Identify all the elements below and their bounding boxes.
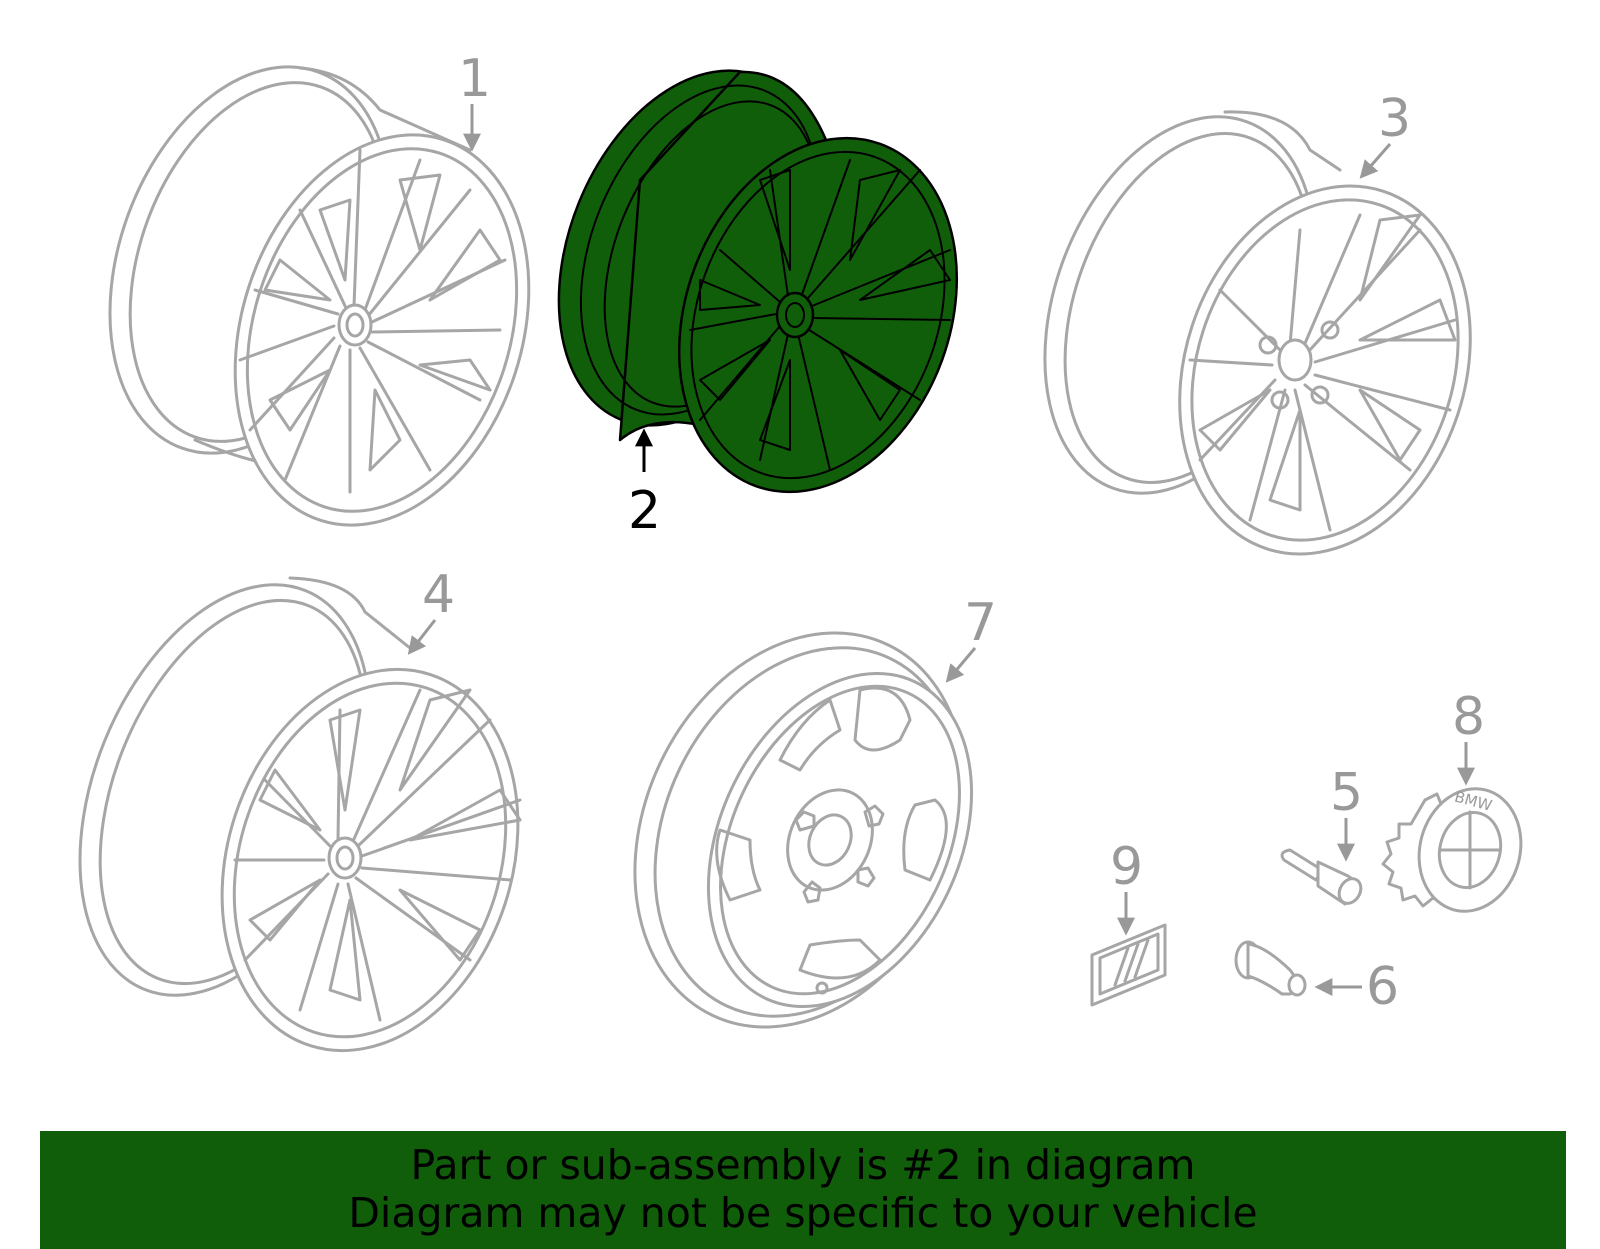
- callout-5: 5: [1330, 763, 1363, 823]
- callout-3: 3: [1378, 89, 1411, 149]
- leader-4: [407, 619, 437, 655]
- callout-8: 8: [1452, 687, 1485, 747]
- callout-2: 2: [628, 481, 661, 541]
- wheel-part-1[interactable]: [59, 28, 577, 564]
- leader-3: [1359, 143, 1392, 179]
- banner-line-2: Diagram may not be specific to your vehi…: [348, 1189, 1258, 1237]
- callout-9: 9: [1110, 837, 1143, 897]
- wheel-bolt-part-5[interactable]: [1280, 848, 1365, 907]
- callout-1: 1: [458, 49, 491, 109]
- wheel-part-4[interactable]: [24, 542, 565, 1089]
- wheel-part-7[interactable]: [573, 579, 1027, 1082]
- leader-7: [945, 647, 977, 683]
- info-banner: Part or sub-assembly is #2 in diagram Di…: [40, 1131, 1566, 1249]
- callout-6: 6: [1366, 957, 1399, 1017]
- valve-stem-part-6[interactable]: [1234, 940, 1307, 997]
- badge-part-9[interactable]: [1090, 923, 1167, 1007]
- center-cap-part-8[interactable]: BMW: [1381, 777, 1534, 923]
- callout-7: 7: [964, 593, 997, 653]
- wheel-part-3[interactable]: [996, 79, 1516, 592]
- banner-line-1: Part or sub-assembly is #2 in diagram: [410, 1141, 1196, 1189]
- wheel-part-2-highlighted[interactable]: [509, 32, 1004, 532]
- callout-4: 4: [422, 565, 455, 625]
